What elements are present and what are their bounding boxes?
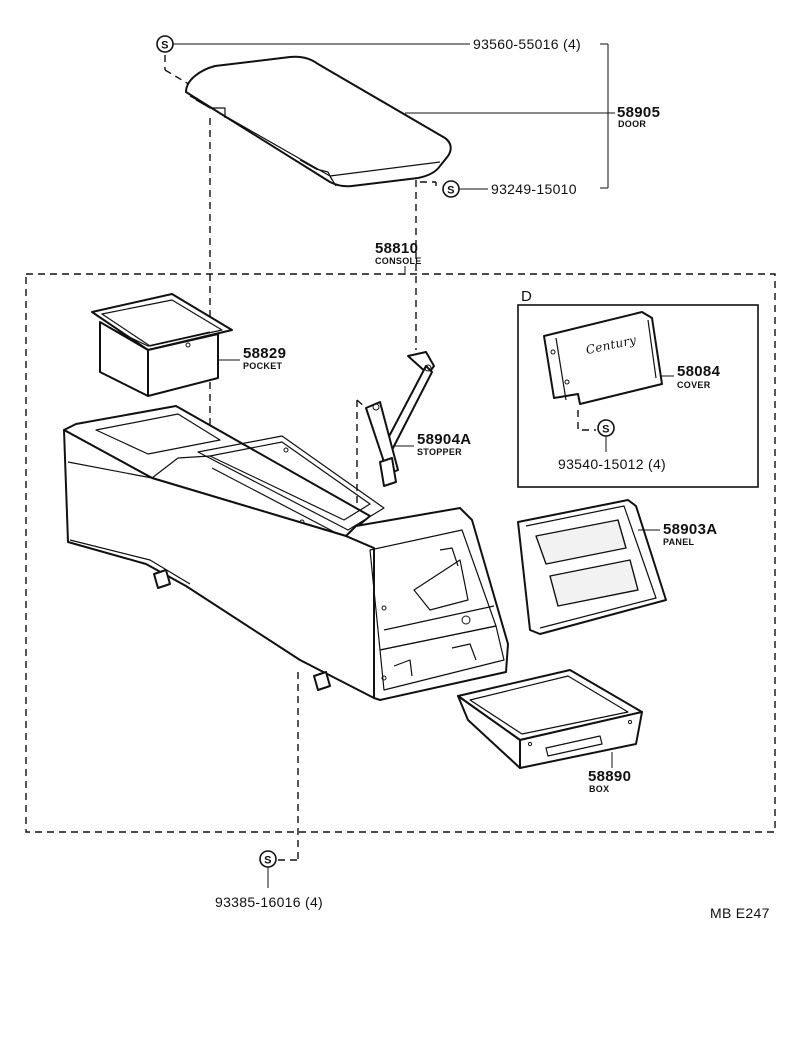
screw-cover-label: 93540-15012 (4) (558, 456, 666, 472)
screw-symbol: S (447, 185, 455, 197)
screw-symbol: S (602, 424, 610, 436)
screw-symbol: S (161, 40, 169, 52)
console-part (63, 405, 509, 701)
stopper-number: 58904A (417, 431, 471, 448)
box-part (457, 669, 643, 769)
stopper-name: STOPPER (417, 447, 462, 457)
detail-frame (517, 304, 759, 488)
panel-number: 58903A (663, 521, 717, 538)
pocket-number: 58829 (243, 345, 286, 362)
screw-top-label: 93560-55016 (4) (473, 36, 581, 52)
pocket-part (91, 293, 233, 397)
door-number: 58905 (617, 104, 660, 121)
box-number: 58890 (588, 768, 631, 785)
screw-door-label: 93249-15010 (491, 181, 577, 197)
screw-bottom-label: 93385-16016 (4) (215, 894, 323, 910)
detail-d: D Century S 93540-15012 (4) 58084 COVER (517, 288, 759, 488)
cover-name: COVER (677, 380, 711, 390)
screw-door: S 93249-15010 (420, 180, 577, 198)
cover-number: 58084 (677, 363, 721, 380)
pocket-name: POCKET (243, 361, 283, 371)
console-number: 58810 (375, 240, 418, 257)
door-part (185, 55, 452, 188)
detail-tag: D (521, 288, 532, 305)
stopper-part (365, 351, 435, 487)
box-name: BOX (589, 784, 609, 794)
console-name: CONSOLE (375, 256, 422, 266)
door-bracket (600, 43, 609, 189)
screw-top: S 93560-55016 (4) (156, 35, 581, 87)
screw-symbol: S (264, 855, 272, 867)
panel-part (517, 499, 667, 635)
figure-code: MB E247 (710, 905, 770, 921)
door-name: DOOR (618, 119, 646, 129)
screw-bottom: S 93385-16016 (4) (215, 672, 323, 910)
panel-name: PANEL (663, 537, 695, 547)
